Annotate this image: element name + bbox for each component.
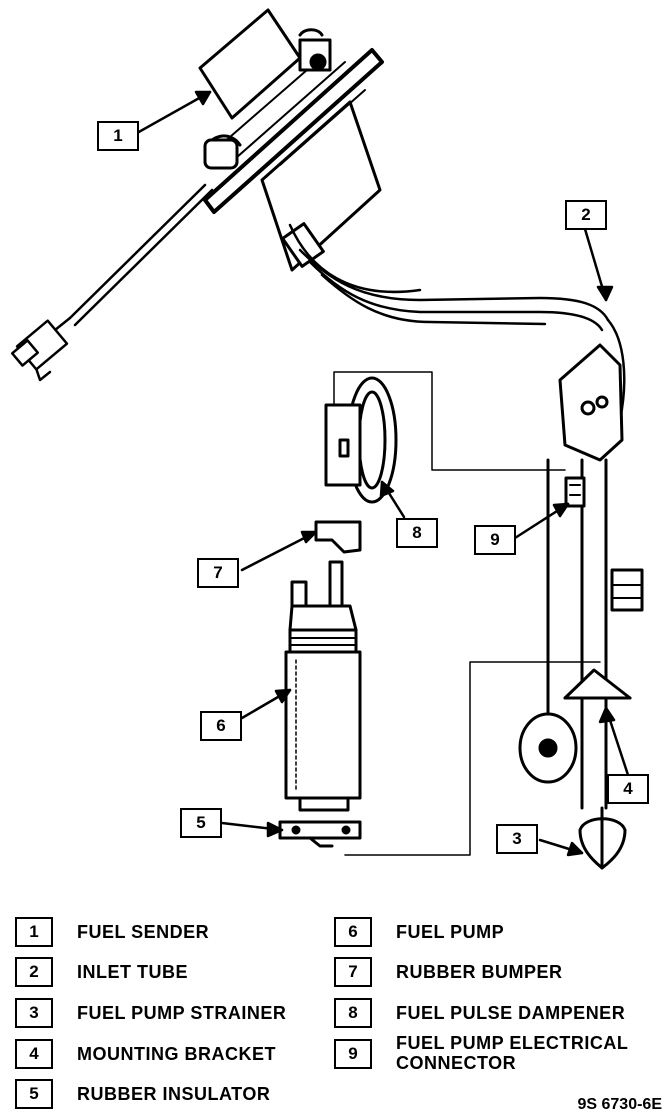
legend-item-4: 4 MOUNTING BRACKET — [15, 1039, 276, 1069]
callout-8: 8 — [396, 518, 438, 548]
callout-1: 1 — [97, 121, 139, 151]
legend-number: 1 — [15, 917, 53, 947]
legend-item-1: 1 FUEL SENDER — [15, 917, 209, 947]
legend-item-7: 7 RUBBER BUMPER — [334, 957, 563, 987]
callout-4: 4 — [607, 774, 649, 804]
callout-3: 3 — [496, 824, 538, 854]
legend-number: 6 — [334, 917, 372, 947]
callout-6: 6 — [200, 711, 242, 741]
legend-label: MOUNTING BRACKET — [77, 1044, 276, 1064]
legend-label: FUEL PUMP STRAINER — [77, 1003, 287, 1023]
rubber-bumper — [314, 520, 362, 554]
legend-label: FUEL PULSE DAMPENER — [396, 1003, 626, 1023]
legend-number: 5 — [15, 1079, 53, 1109]
legend-label: INLET TUBE — [77, 962, 188, 982]
legend-number: 9 — [334, 1039, 372, 1069]
callout-7: 7 — [197, 558, 239, 588]
legend-number: 2 — [15, 957, 53, 987]
legend-item-2: 2 INLET TUBE — [15, 957, 188, 987]
callout-2: 2 — [565, 200, 607, 230]
legend-item-9: 9 FUEL PUMP ELECTRICAL CONNECTOR — [334, 1033, 646, 1073]
fuel-sender-top-assembly — [198, 8, 384, 272]
legend-label: RUBBER BUMPER — [396, 962, 563, 982]
legend-label: FUEL PUMP ELECTRICAL CONNECTOR — [396, 1033, 629, 1073]
routing-line-lower — [344, 661, 601, 856]
legend-number: 7 — [334, 957, 372, 987]
legend-item-8: 8 FUEL PULSE DAMPENER — [334, 998, 625, 1028]
legend-number: 3 — [15, 998, 53, 1028]
legend-label: FUEL PUMP — [396, 922, 505, 942]
leader-lines — [135, 90, 630, 857]
fuel-level-float — [518, 712, 578, 784]
figure-identifier: 9S 6730-6E — [577, 1096, 662, 1113]
pump-electrical-connector — [564, 476, 586, 508]
rubber-insulator — [278, 820, 362, 848]
fuel-pump-strainer — [578, 806, 627, 870]
fuel-pulse-dampener — [324, 376, 398, 504]
routing-line-upper — [333, 371, 566, 471]
callout-9: 9 — [474, 525, 516, 555]
mounting-bracket — [546, 343, 644, 810]
wire-harness — [10, 183, 214, 382]
legend-number: 4 — [15, 1039, 53, 1069]
legend-label: RUBBER INSULATOR — [77, 1084, 271, 1104]
callout-5: 5 — [180, 808, 222, 838]
legend-label: FUEL SENDER — [77, 922, 210, 942]
fuel-pump-body — [284, 560, 362, 812]
legend-number: 8 — [334, 998, 372, 1028]
legend-item-5: 5 RUBBER INSULATOR — [15, 1079, 270, 1109]
legend-item-6: 6 FUEL PUMP — [334, 917, 504, 947]
legend-item-3: 3 FUEL PUMP STRAINER — [15, 998, 286, 1028]
